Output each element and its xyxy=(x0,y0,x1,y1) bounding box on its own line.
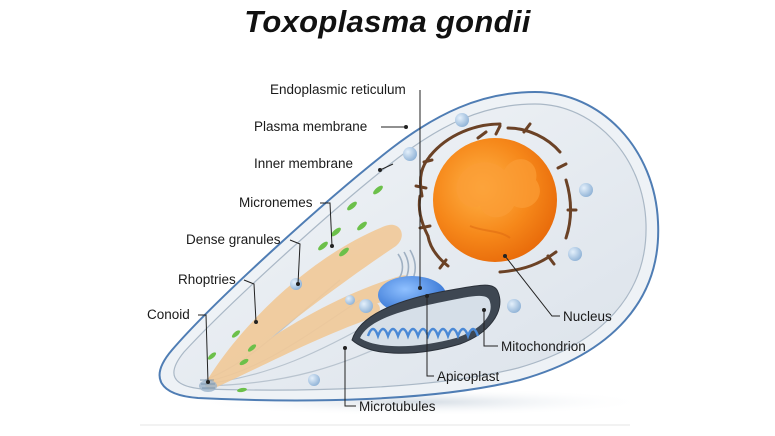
diagram-title: Toxoplasma gondii xyxy=(244,4,531,39)
nucleus-shape xyxy=(433,138,557,262)
label-inner-membrane: Inner membrane xyxy=(254,156,353,171)
leader-lines xyxy=(198,90,560,407)
label-microtubules: Microtubules xyxy=(359,399,436,414)
label-nucleus: Nucleus xyxy=(563,309,612,324)
label-mitochondrion: Mitochondrion xyxy=(501,339,586,354)
micronemes-shape xyxy=(207,185,383,393)
label-apicoplast: Apicoplast xyxy=(437,369,500,384)
label-micronemes: Micronemes xyxy=(239,195,313,210)
label-plasma-membrane: Plasma membrane xyxy=(254,119,367,134)
label-dense-granules: Dense granules xyxy=(186,232,281,247)
conoid-shape xyxy=(199,379,217,392)
label-conoid: Conoid xyxy=(147,307,190,322)
dense-granules-shape xyxy=(290,113,593,386)
mitochondrion-shape xyxy=(351,284,501,354)
label-endoplasmic-reticulum: Endoplasmic reticulum xyxy=(270,82,406,97)
er-shape xyxy=(414,122,578,274)
label-rhoptries: Rhoptries xyxy=(178,272,236,287)
